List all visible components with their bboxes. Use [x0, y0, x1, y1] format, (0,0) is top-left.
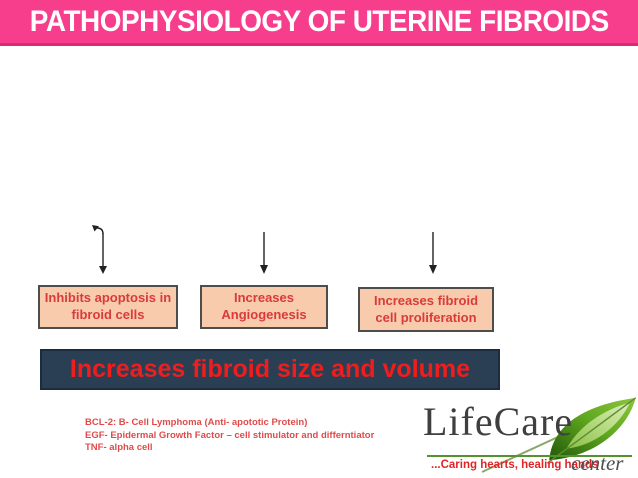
logo-center-text: center: [571, 451, 624, 475]
outcome-bar: Increases fibroid size and volume: [40, 349, 500, 390]
page-title: PATHOPHYSIOLOGY OF UTERINE FIBROIDS: [29, 4, 609, 38]
footnote-line: TNF- alpha cell: [85, 442, 153, 453]
mechanism-box-apoptosis: Inhibits apoptosis in fibroid cells: [38, 285, 178, 329]
outcome-label: Increases fibroid size and volume: [69, 355, 471, 383]
logo-tagline: ...Caring hearts, healing hands: [431, 459, 599, 471]
header-banner: PATHOPHYSIOLOGY OF UTERINE FIBROIDS: [0, 0, 638, 46]
logo-divider: [427, 455, 632, 457]
down-arrow: [429, 232, 437, 274]
leaf-icon: [546, 397, 637, 464]
hooked-down-arrow: [92, 225, 107, 274]
down-arrow: [260, 232, 268, 274]
mechanism-box-label: Increases fibroid cell proliferation: [373, 292, 479, 325]
mechanism-box-proliferation: Increases fibroid cell proliferation: [358, 287, 494, 332]
footnote-line: EGF- Epidermal Growth Factor – cell stim…: [85, 429, 375, 441]
logo-wordmark: LifeCare: [423, 399, 574, 444]
footnotes: BCL-2: B- Cell Lymphoma (Anti- apototic …: [85, 417, 374, 455]
mechanism-box-angiogenesis: Increases Angiogenesis: [200, 285, 328, 329]
mechanism-box-label: Inhibits apoptosis in fibroid cells: [44, 290, 172, 322]
footnote-line: BCL-2: B- Cell Lymphoma (Anti- apototic …: [85, 417, 308, 428]
mechanism-box-label: Increases Angiogenesis: [221, 290, 307, 322]
